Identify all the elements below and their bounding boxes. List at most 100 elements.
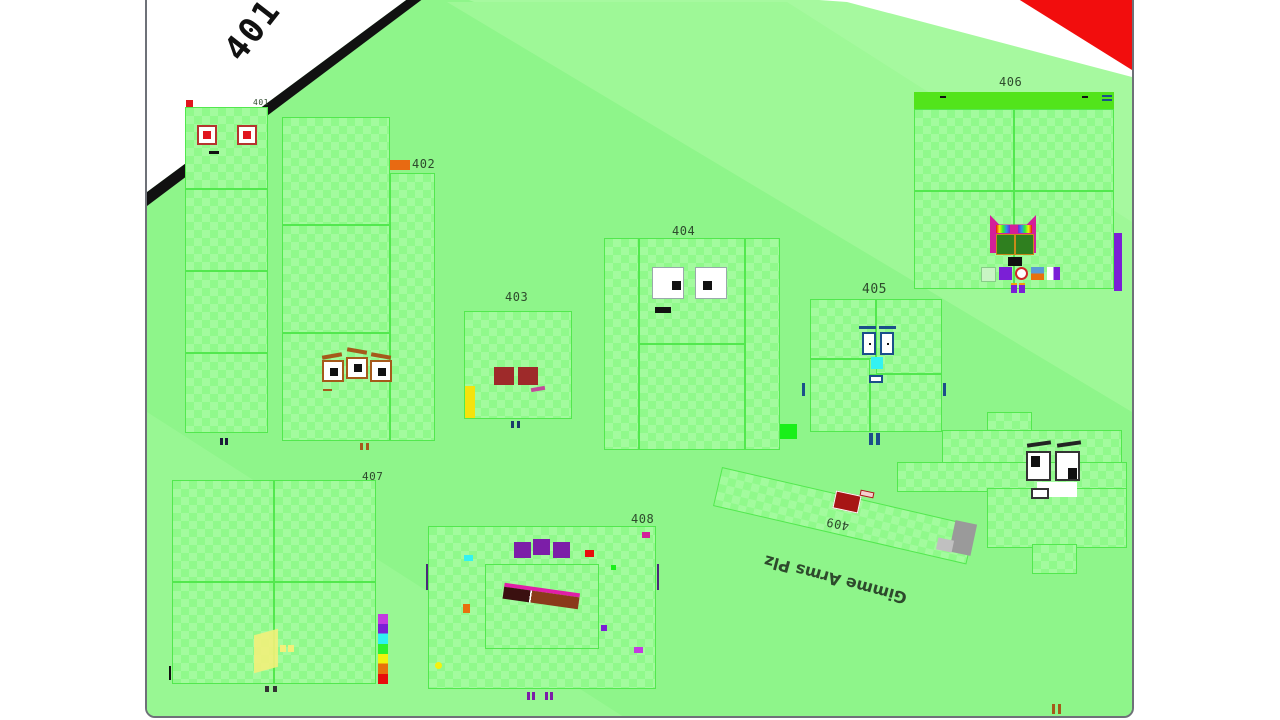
game-stage[interactable]: 401 401 402 403 (145, 0, 1134, 718)
leg-icon (532, 692, 535, 700)
eye-icon (494, 367, 514, 385)
character-403[interactable]: 403 (461, 290, 576, 428)
block-segment (464, 311, 572, 419)
boot-icon (1019, 283, 1025, 293)
block-segment (274, 480, 376, 582)
eyebrow-icon (859, 489, 875, 499)
eye-left-icon (652, 267, 684, 299)
menu-lines-icon (1102, 95, 1112, 97)
character-label-404: 404 (672, 224, 696, 238)
eye-icon (533, 539, 550, 555)
faded-face-icon (280, 645, 286, 652)
character-401[interactable]: 401 (185, 98, 270, 445)
eye-icon (514, 542, 531, 558)
character-404[interactable]: 404 (604, 224, 797, 454)
faded-face-icon (254, 628, 278, 674)
yellow-gem-icon (435, 662, 442, 669)
red-gem-icon (585, 550, 594, 557)
eye-icon (518, 367, 538, 385)
eye-right-icon (695, 267, 727, 299)
arm-icon (169, 666, 171, 680)
block-segment (390, 173, 435, 441)
antenna-icon (390, 160, 410, 170)
leg-icon (511, 421, 514, 428)
leg-icon (517, 421, 520, 428)
eyebrow-icon (879, 326, 896, 329)
block-segment (897, 462, 1127, 492)
window-badge-icon (1031, 267, 1044, 280)
eye-icon (346, 357, 368, 379)
block-segment (870, 374, 942, 432)
character-408[interactable]: 408 (423, 512, 663, 702)
block-segment (185, 353, 268, 433)
green-cube-icon (780, 424, 797, 439)
mouth-icon (869, 375, 883, 383)
block-segment (987, 488, 1127, 548)
target-badge-icon (1015, 267, 1028, 280)
door-badge-icon (1047, 267, 1060, 280)
rainbow-icon (996, 225, 1010, 233)
character-label-403: 403 (505, 290, 529, 304)
character-label-405: 405 (862, 282, 887, 297)
block-segment (282, 333, 390, 441)
stairs-badge-icon (999, 267, 1012, 280)
block-segment (1032, 544, 1077, 574)
green-gem-icon (611, 565, 616, 570)
mouth-icon (1008, 257, 1022, 266)
character-label-407: 407 (362, 470, 384, 483)
eye-left-icon (996, 234, 1015, 255)
block-segment (185, 271, 268, 353)
cyan-gem-icon (464, 555, 473, 561)
leg-icon (220, 438, 223, 445)
eye-right-icon (1055, 451, 1080, 481)
arm-icon (426, 564, 428, 590)
leg-icon (876, 433, 880, 445)
mouth-icon (1031, 488, 1049, 499)
leg-icon (550, 692, 553, 700)
leg-icon (360, 443, 363, 450)
block-segment (810, 359, 870, 432)
block-segment (639, 344, 745, 450)
hat-band (914, 92, 1114, 109)
eye-left-icon (197, 125, 217, 145)
boot-icon (1011, 283, 1017, 293)
leg-icon (366, 443, 369, 450)
character-405[interactable]: 405 (802, 282, 949, 452)
eye-icon (553, 542, 570, 558)
leg-icon (527, 692, 530, 700)
character-406[interactable]: 406 (912, 75, 1127, 305)
mouth-icon (323, 389, 332, 391)
leg-icon (225, 438, 228, 445)
eye-icon (322, 360, 344, 382)
block-segment (185, 189, 268, 271)
character-label-402: 402 (412, 157, 436, 171)
arm-icon (802, 383, 805, 396)
eye-right-icon (1015, 234, 1034, 255)
mouth-icon (655, 307, 671, 313)
grid-badge-icon (981, 267, 996, 282)
eye-right-icon (237, 125, 257, 145)
block-segment (282, 117, 390, 225)
leg-icon (1052, 704, 1055, 714)
leg-icon (1058, 704, 1061, 714)
pink-gem-icon (642, 532, 650, 538)
character-label-401: 401 (253, 98, 269, 107)
block-segment (274, 582, 376, 684)
character-402[interactable]: 402 (282, 117, 442, 450)
faded-face-icon (288, 645, 294, 652)
character-label-408: 408 (631, 512, 655, 526)
hat-mark (1082, 96, 1088, 98)
leg-icon (869, 433, 873, 445)
character-stepped[interactable] (897, 412, 1132, 587)
block-segment (282, 225, 390, 333)
block-segment (604, 238, 639, 450)
block-segment (914, 109, 1014, 191)
block-segment (172, 480, 274, 582)
block-segment (987, 412, 1032, 434)
eye-left-icon (1026, 451, 1051, 481)
block-segment (485, 564, 599, 649)
badge-row (981, 267, 1065, 282)
rainbow-sash-icon (378, 614, 388, 684)
magenta-gem-icon (634, 647, 643, 653)
character-407[interactable]: 407 (167, 470, 397, 700)
